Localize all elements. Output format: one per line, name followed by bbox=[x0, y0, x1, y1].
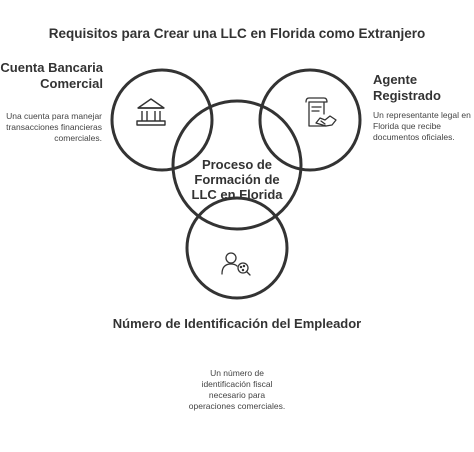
registered-agent-description: Un representante legal en Florida que re… bbox=[373, 110, 471, 142]
bank-account-description: Una cuenta para manejar transacciones fi… bbox=[6, 111, 102, 143]
bank-account-title: Cuenta Bancaria Comercial bbox=[0, 60, 103, 91]
bank-icon bbox=[136, 98, 166, 126]
agent-circle bbox=[258, 68, 362, 172]
registered-agent-title: Agente Registrado bbox=[373, 72, 441, 103]
center-circle bbox=[171, 99, 303, 231]
center-label: Proceso de Formación de LLC en Florida bbox=[191, 157, 283, 202]
ein-description: Un número de identificación fiscal neces… bbox=[188, 368, 286, 411]
ein-circle bbox=[185, 196, 289, 300]
contract-handshake-icon bbox=[305, 97, 337, 127]
user-search-icon bbox=[221, 252, 251, 276]
diagram-title: Requisitos para Crear una LLC en Florida… bbox=[48, 26, 426, 41]
ein-title: Número de Identificación del Empleador bbox=[112, 316, 362, 331]
bank-circle bbox=[110, 68, 214, 172]
